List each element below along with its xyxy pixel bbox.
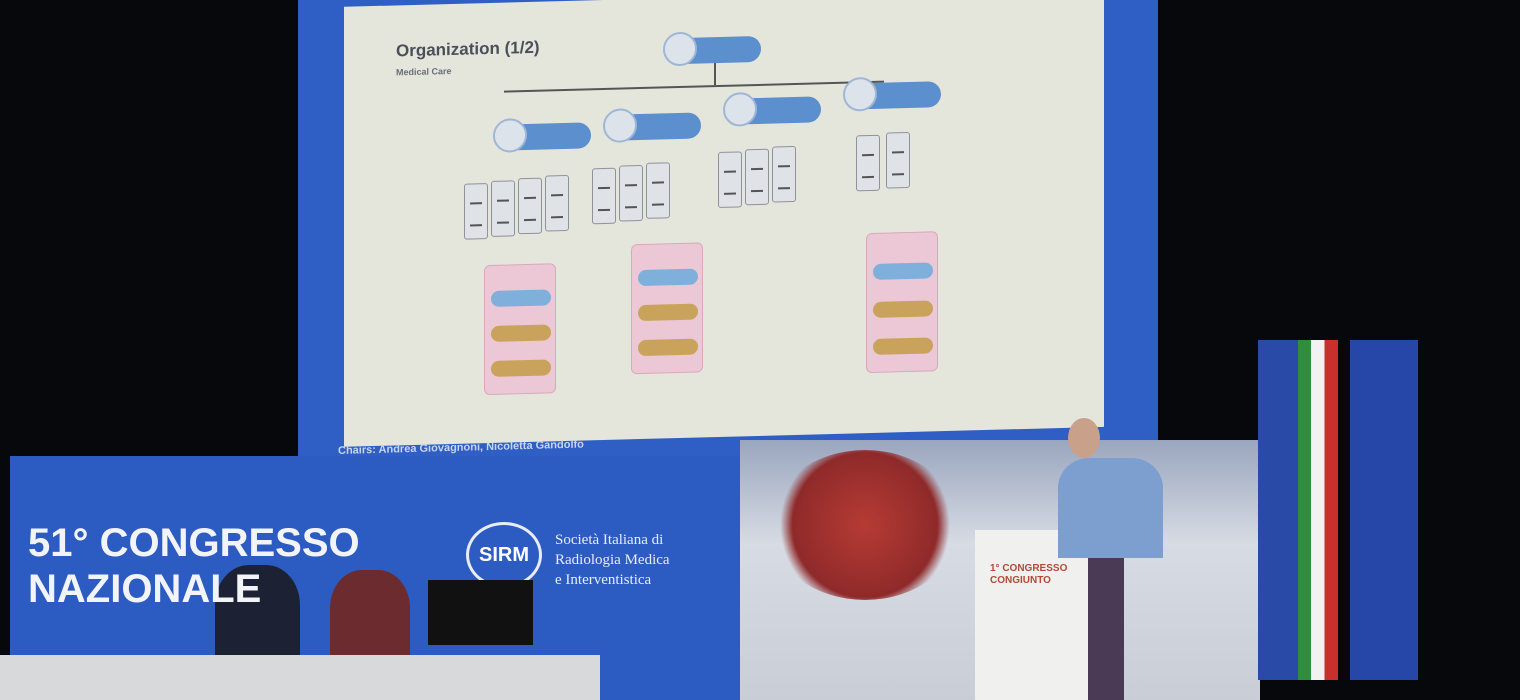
society-line1: Società Italiana di <box>555 532 664 548</box>
sirm-logo: SIRM <box>466 522 542 588</box>
sirm-flag <box>1350 340 1418 680</box>
podium-line2: CONGIUNTO <box>990 575 1051 586</box>
panel-table <box>0 655 600 700</box>
staff-card <box>886 131 910 189</box>
staff-card <box>545 174 569 232</box>
org-node-root <box>663 31 761 67</box>
org-node <box>493 118 591 153</box>
staff-card <box>518 177 542 235</box>
org-chart <box>344 0 1104 396</box>
monitor <box>428 580 533 645</box>
podium-side <box>1088 545 1124 700</box>
panelist <box>330 570 410 665</box>
society-line2: Radiologia Medica <box>555 552 670 568</box>
panelist <box>215 565 300 665</box>
speaker-head <box>1068 418 1100 458</box>
speaker <box>1058 418 1163 700</box>
staff-card <box>592 167 616 225</box>
connector-line <box>714 63 716 86</box>
slide: Organization (1/2) Medical Care <box>344 0 1104 447</box>
podium-sign: 1° CONGRESSO CONGIUNTO <box>990 563 1067 587</box>
congress-line1: 51° CONGRESSO <box>28 521 360 565</box>
red-tree-illustration <box>770 450 960 600</box>
italian-flag <box>1298 340 1338 680</box>
slide-title: Organization (1/2) <box>396 37 540 61</box>
avatar-icon <box>843 76 877 112</box>
staff-card <box>718 151 742 209</box>
society-line3: e Interventistica <box>555 572 652 588</box>
projection-screen: Organization (1/2) Medical Care Chairs: … <box>298 0 1158 473</box>
congress-line2: NAZIONALE <box>28 567 262 611</box>
staff-card <box>745 148 769 206</box>
org-node <box>723 91 821 127</box>
staff-card <box>856 134 880 192</box>
slide-subtitle: Medical Care <box>396 65 452 78</box>
org-node <box>603 108 701 144</box>
team-group <box>631 242 703 375</box>
podium <box>975 530 1090 700</box>
society-name: Società Italiana di Radiologia Medica e … <box>555 530 670 590</box>
staff-card <box>772 145 796 203</box>
avatar-icon <box>493 118 527 153</box>
podium-line1: 1° CONGRESSO <box>990 563 1068 574</box>
team-group <box>866 231 938 374</box>
staff-card <box>646 162 670 219</box>
speaker-body <box>1058 458 1163 558</box>
connector-line <box>504 80 884 93</box>
avatar-icon <box>723 91 757 127</box>
congress-title: 51° CONGRESSO NAZIONALE <box>28 520 360 612</box>
eu-flag <box>1258 340 1298 680</box>
org-node <box>843 76 941 112</box>
avatar-icon <box>663 31 697 67</box>
avatar-icon <box>603 108 637 144</box>
staff-card <box>491 180 515 237</box>
staff-card <box>464 183 488 240</box>
staff-card <box>619 164 643 222</box>
team-group <box>484 263 556 396</box>
